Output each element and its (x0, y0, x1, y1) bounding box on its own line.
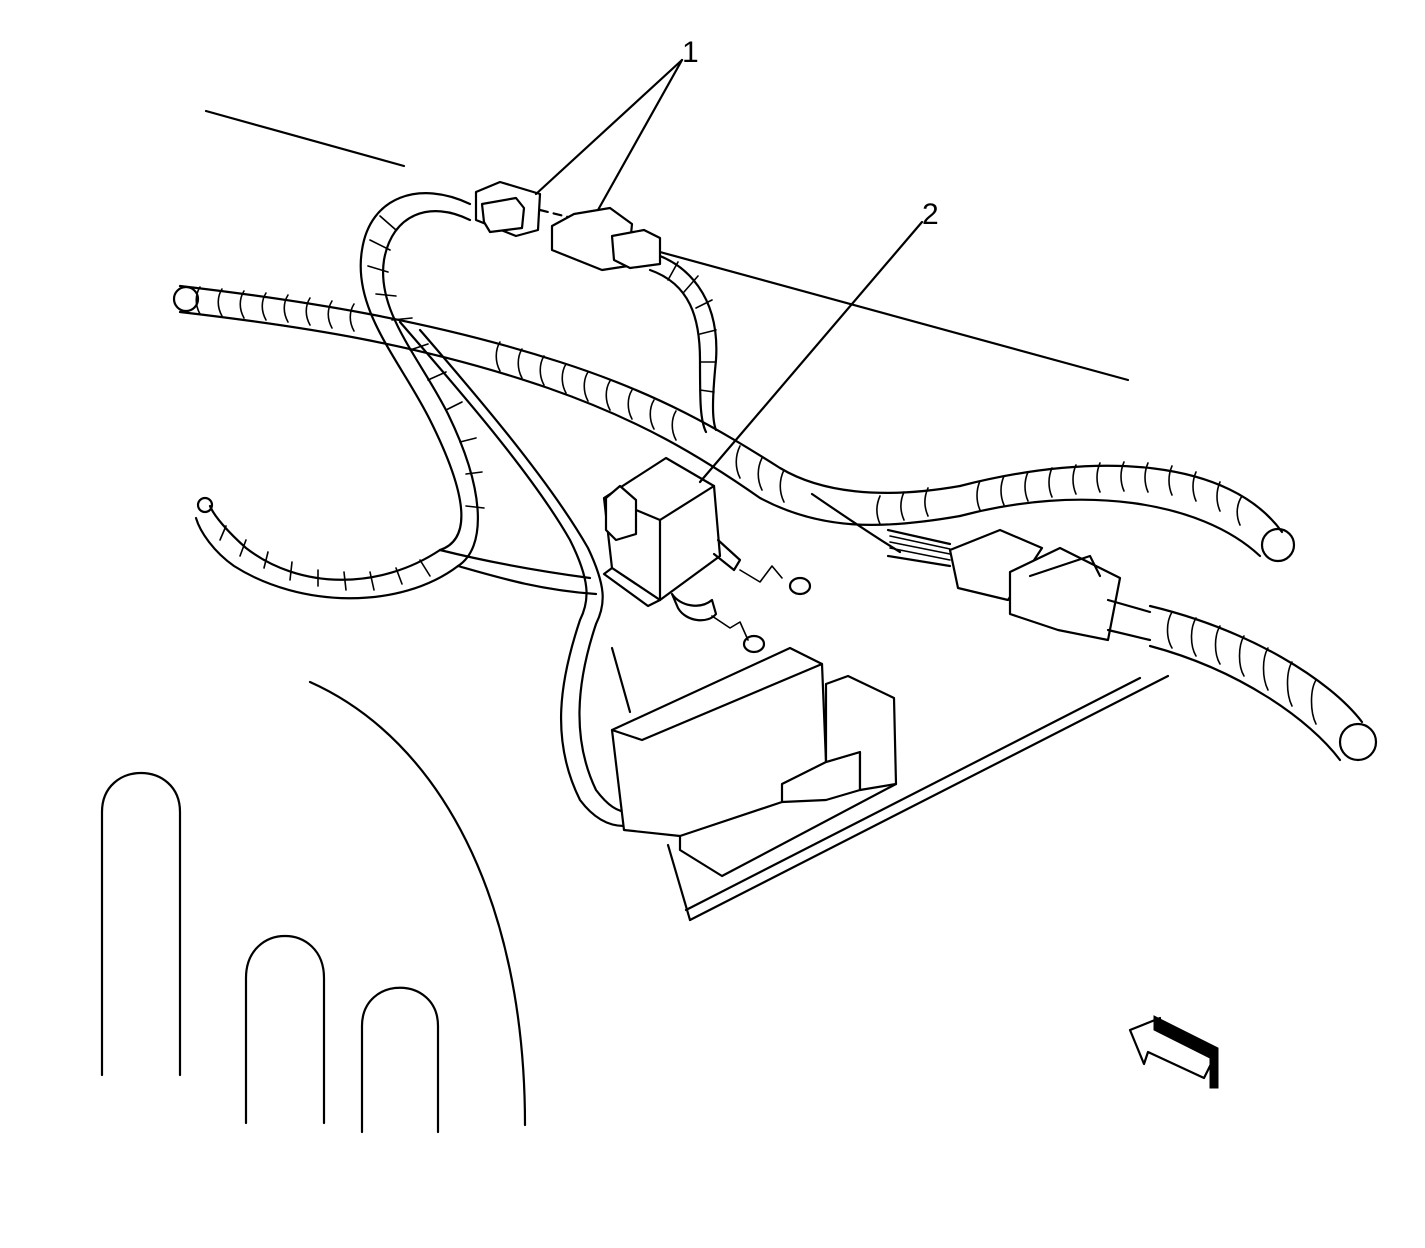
connector-pair (474, 180, 662, 272)
conduit-ribs (195, 286, 1243, 526)
inline-connector-b (1008, 546, 1122, 642)
lower-right-harness (810, 492, 1378, 762)
panel-outline (204, 109, 1170, 922)
upper-loop-harness (194, 192, 718, 828)
view-direction-arrow-icon (1128, 1015, 1219, 1089)
callout-leaders (534, 58, 924, 484)
mounting-bracket (610, 646, 898, 878)
callout-2-label: 2 (922, 198, 939, 231)
callout-1-label: 1 (682, 36, 699, 69)
body-panel (100, 680, 527, 1134)
main-harness (172, 284, 1296, 563)
switch-assembly (602, 456, 812, 654)
